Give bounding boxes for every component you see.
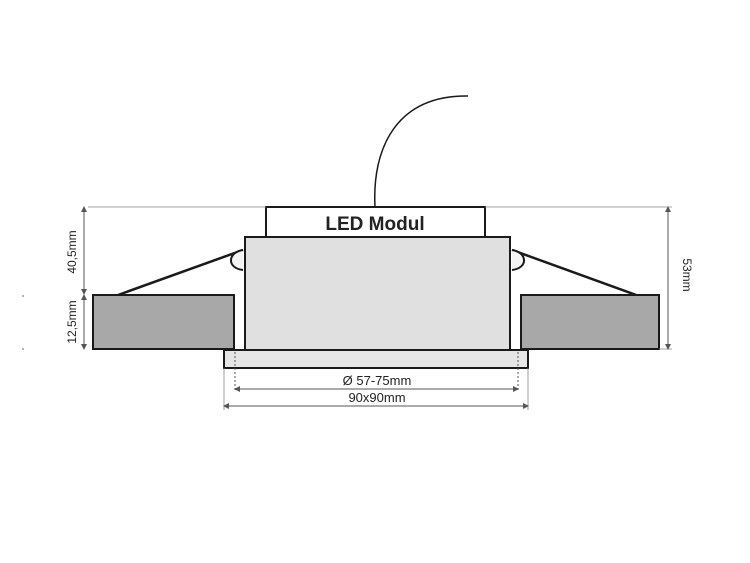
cable <box>374 95 469 208</box>
led-module <box>265 206 486 238</box>
frame-plate <box>223 349 529 369</box>
dim-label-frame: 90x90mm <box>348 390 405 405</box>
ceiling-right <box>520 294 660 350</box>
dim-label-cutout: Ø 57-75mm <box>343 373 412 388</box>
spring-clip-right-coil <box>511 249 525 271</box>
spring-clip-right <box>511 248 637 297</box>
housing <box>244 236 511 351</box>
dim-label-total-depth: 53mm <box>680 258 694 291</box>
spring-clip-left-coil <box>230 249 244 271</box>
led-module-label: LED Modul <box>325 214 424 235</box>
dim-label-module-depth: 40,5mm <box>65 230 79 273</box>
dim-label-ceiling-thickness: 12,5mm <box>65 300 79 343</box>
spring-clip-left <box>117 248 244 297</box>
ceiling-left <box>92 294 235 350</box>
